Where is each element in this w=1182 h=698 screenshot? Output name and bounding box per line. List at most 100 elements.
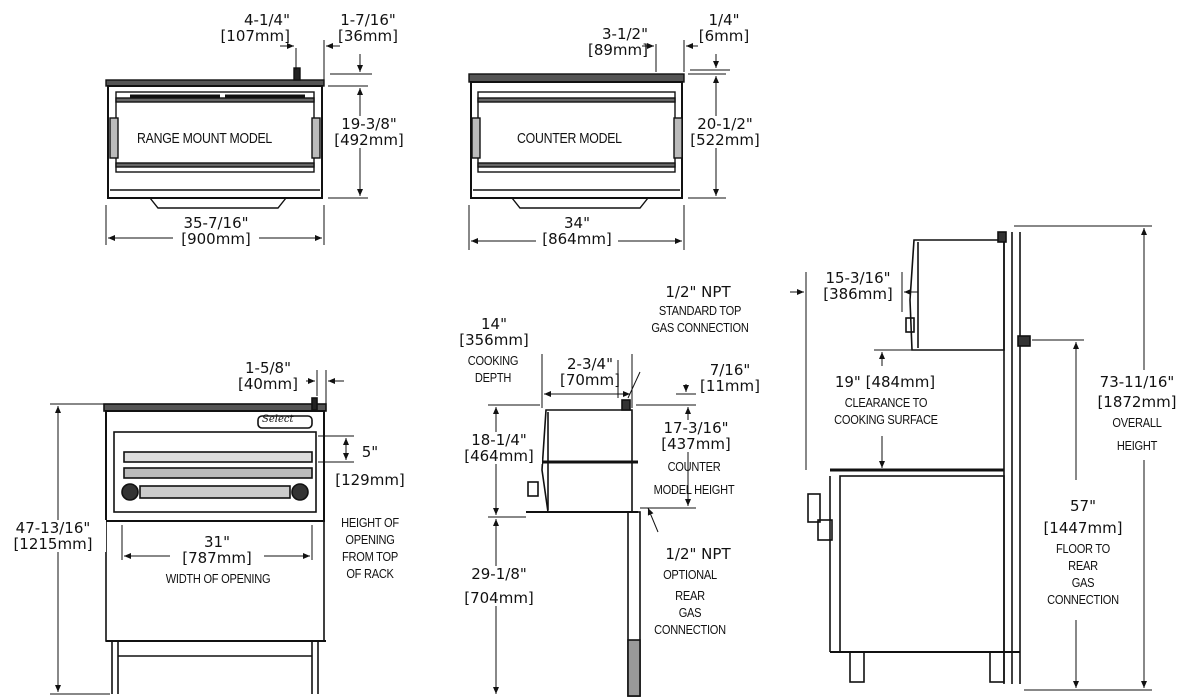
dim-1-7-16: 1-7/16" [36mm]	[330, 12, 406, 44]
dim-34-in: 34"	[564, 214, 590, 232]
note-line: OPTIONAL	[663, 567, 717, 582]
dim-3-1-2-mm: [89mm]	[587, 41, 648, 59]
dim-15-3-16-mm: [386mm]	[823, 285, 893, 303]
note-line: MODEL HEIGHT	[653, 482, 735, 497]
range-mount-front-view	[105, 67, 325, 209]
dim-20-1-2: 20-1/2" [522mm]	[684, 116, 766, 148]
dim-17-3-16: 17-3/16" [437mm]	[652, 420, 740, 452]
dim-4-1-4: 4-1/4" [107mm]	[212, 12, 290, 44]
dim-18-1-4-in: 18-1/4"	[471, 431, 527, 449]
dim-73-mm: [1872mm]	[1097, 393, 1177, 411]
dim-47-13-16-mm: [1215mm]	[13, 535, 93, 553]
note-line: COOKING	[467, 353, 519, 368]
top-gas-note: STANDARD TOP GAS CONNECTION	[641, 302, 760, 336]
dim-7-16-in: 7/16"	[709, 361, 751, 379]
dim-57: 57" [1447mm]	[1040, 498, 1126, 536]
dim-3-1-2-in: 3-1/2"	[602, 25, 648, 43]
dim-3-1-2: 3-1/2" [89mm]	[578, 26, 648, 58]
note-line: FLOOR TO	[1055, 541, 1111, 556]
dim-29-1-8-in: 29-1/8"	[471, 565, 527, 583]
dim-1-5-8-mm: [40mm]	[237, 375, 298, 393]
dim-18-1-4: 18-1/4" [464mm]	[456, 432, 542, 464]
dim-1-7-16-in: 1-7/16"	[340, 11, 396, 29]
range-front-view	[103, 397, 327, 694]
dim-1-5-8: 1-5/8" [40mm]	[232, 360, 304, 392]
note-line: OF RACK	[346, 566, 394, 581]
dim-19-3-8: 19-3/8" [492mm]	[328, 116, 410, 148]
dim-31: 31" [787mm]	[170, 534, 264, 566]
clearance-note: CLEARANCE TO COOKING SURFACE	[828, 394, 944, 428]
counter-side-dimensions	[488, 354, 696, 694]
dim-7-16: 7/16" [11mm]	[696, 362, 764, 394]
note-line: FROM TOP	[342, 549, 398, 564]
dim-73-11-16: 73-11/16" [1872mm]	[1092, 374, 1182, 410]
note-line: REAR	[1068, 558, 1098, 573]
counter-side-view	[526, 399, 641, 697]
dim-19-3-8-in: 19-3/8"	[341, 115, 397, 133]
note-line: HEIGHT	[1116, 438, 1158, 453]
note-line: DEPTH	[474, 370, 512, 385]
range-mount-model-label: RANGE MOUNT MODEL	[137, 130, 273, 147]
dim-57-mm: [1447mm]	[1043, 519, 1123, 537]
range-mount-dimensions	[105, 40, 372, 245]
counter-front-view	[468, 73, 685, 209]
dim-15-3-16-in: 15-3/16"	[825, 269, 891, 287]
note-line: OPENING	[345, 532, 395, 547]
note-line: GAS	[678, 605, 702, 620]
top-gas-size: 1/2" NPT	[665, 283, 731, 301]
range-side-dimensions	[790, 225, 1152, 691]
dim-73-in: 73-11/16"	[1099, 373, 1175, 391]
dim-14-mm: [356mm]	[459, 331, 529, 349]
rear-gas-note: OPTIONAL REAR GAS CONNECTION	[648, 566, 733, 638]
dim-1-4-in: 1/4"	[708, 11, 740, 29]
dim-35-7-16-in: 35-7/16"	[183, 214, 249, 232]
dim-1-4: 1/4" [6mm]	[692, 12, 756, 44]
dim-1-4-mm: [6mm]	[698, 27, 750, 45]
note-line: HEIGHT OF	[341, 515, 399, 530]
brand-badge: Select	[262, 414, 294, 425]
dim-1-5-8-in: 1-5/8"	[245, 359, 291, 377]
dim-7-16-mm: [11mm]	[699, 377, 760, 395]
dim-29-1-8: 29-1/8" [704mm]	[456, 566, 542, 606]
dim-17-3-16-in: 17-3/16"	[663, 419, 729, 437]
dim-35-7-16: 35-7/16" [900mm]	[173, 215, 259, 247]
dim-14: 14" [356mm]	[452, 316, 536, 348]
note-line: OVERALL	[1112, 415, 1162, 430]
dim-5-in: 5"	[361, 443, 379, 461]
range-side-view	[807, 231, 1031, 684]
note-line: CONNECTION	[654, 622, 726, 637]
dim-47-13-16: 47-13/16" [1215mm]	[0, 520, 106, 552]
dim-20-1-2-mm: [522mm]	[690, 131, 760, 149]
dim-34: 34" [864mm]	[536, 215, 618, 247]
counter-model-height-note: COUNTER MODEL HEIGHT	[645, 458, 744, 498]
width-of-opening-note: WIDTH OF OPENING	[165, 571, 271, 586]
note-line: CONNECTION	[1047, 592, 1119, 607]
dim-4-1-4-in: 4-1/4"	[244, 11, 290, 29]
height-of-opening-note: HEIGHT OF OPENING FROM TOP OF RACK	[328, 514, 413, 582]
dim-19-3-8-mm: [492mm]	[334, 131, 404, 149]
overall-height-note: OVERALL HEIGHT	[1099, 414, 1176, 454]
dim-19-in: 19" [484mm]	[828, 374, 942, 390]
dim-14-in: 14"	[481, 315, 507, 333]
dim-31-mm: [787mm]	[182, 549, 252, 567]
counter-dimensions	[468, 40, 730, 250]
cooking-depth-note: COOKING DEPTH	[448, 352, 538, 386]
dim-5-mm: [129mm]	[335, 471, 405, 489]
dim-2-3-4: 2-3/4" [70mm]	[552, 356, 628, 388]
note-line: REAR	[675, 588, 705, 603]
dim-17-3-16-mm: [437mm]	[661, 435, 731, 453]
floor-to-rear-gas-note: FLOOR TO REAR GAS CONNECTION	[1041, 540, 1125, 608]
dim-31-in: 31"	[204, 533, 230, 551]
note-line: COOKING SURFACE	[834, 412, 938, 427]
note-line: STANDARD TOP	[658, 303, 742, 318]
dim-5: 5" [129mm]	[328, 444, 412, 488]
note-line: COUNTER	[667, 459, 721, 474]
note-line: CLEARANCE TO	[844, 395, 928, 410]
dim-15-3-16: 15-3/16" [386mm]	[816, 270, 900, 302]
dim-18-1-4-mm: [464mm]	[464, 447, 534, 465]
dim-1-7-16-mm: [36mm]	[337, 27, 398, 45]
note-line: GAS	[1071, 575, 1095, 590]
dim-57-in: 57"	[1070, 497, 1096, 515]
rear-gas-size: 1/2" NPT	[665, 545, 731, 563]
